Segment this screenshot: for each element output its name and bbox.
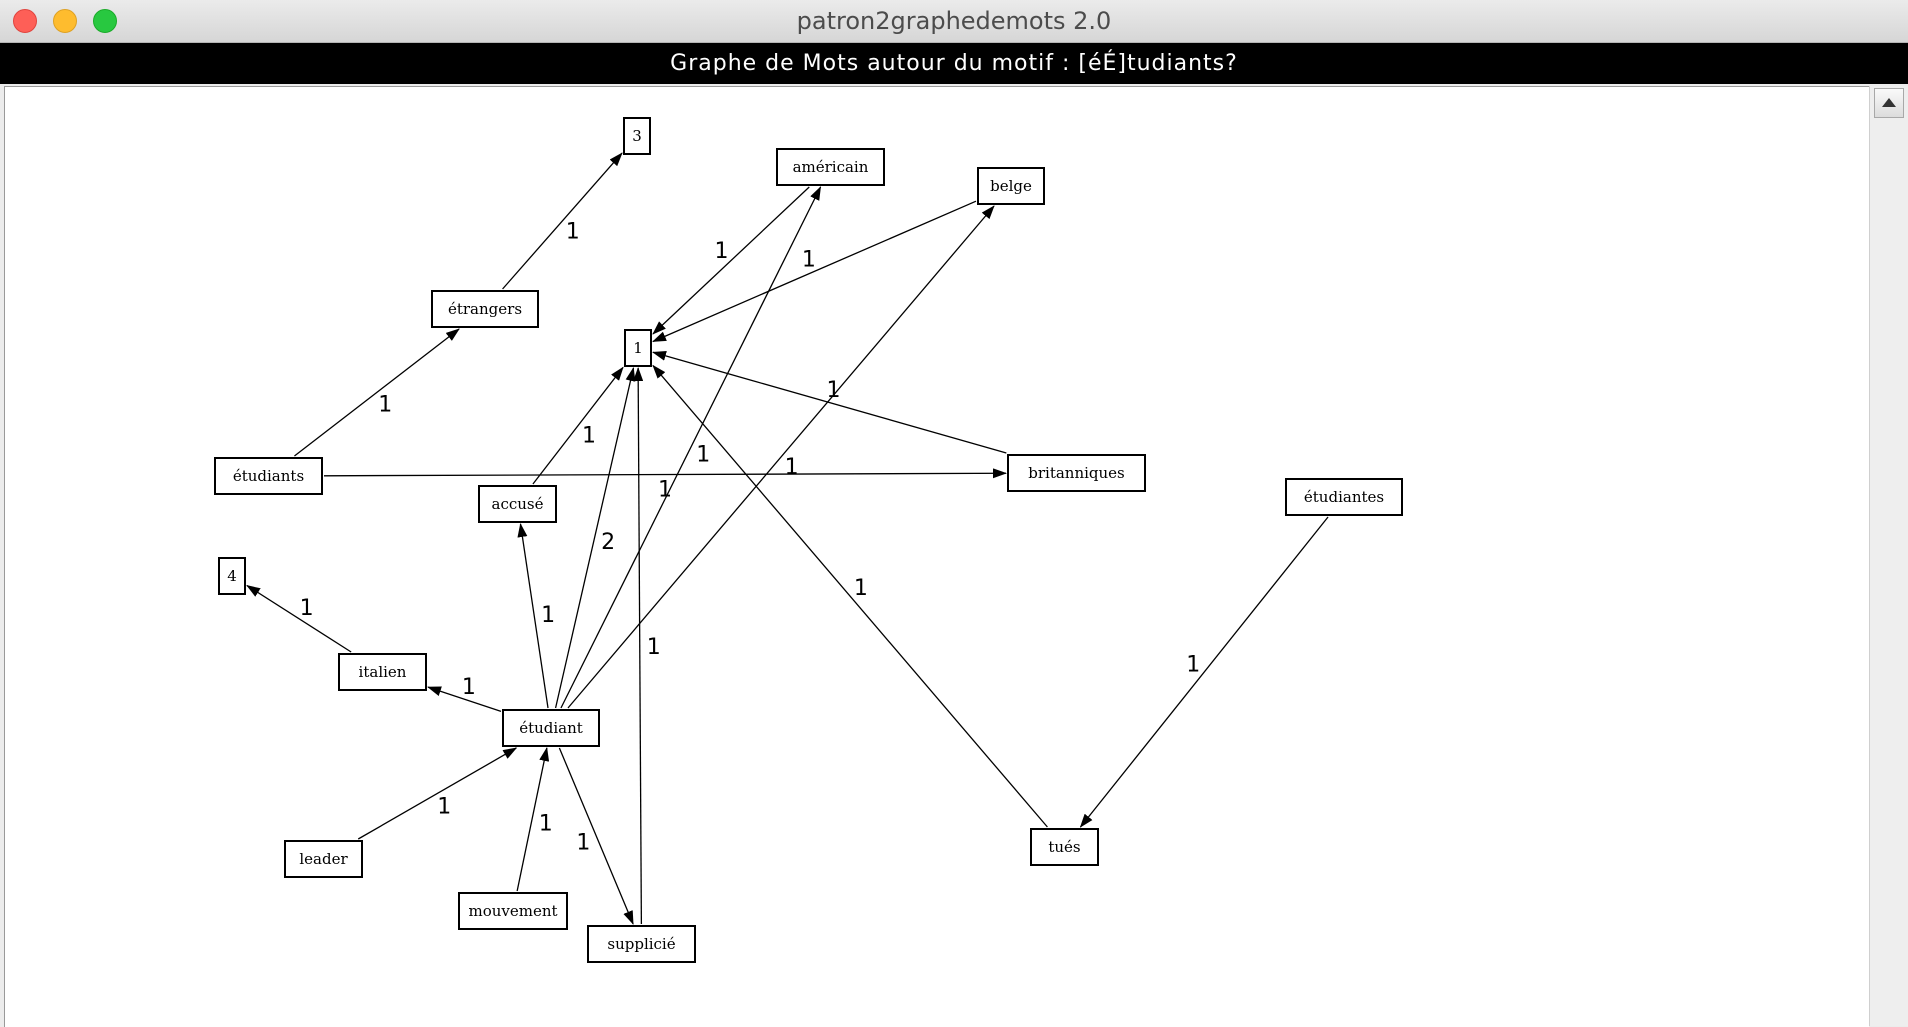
node-n1[interactable]: 1 bbox=[624, 329, 652, 367]
zoom-window-button[interactable] bbox=[93, 9, 117, 33]
edge-mouvement-to-etudiant bbox=[516, 747, 550, 892]
node-box bbox=[218, 557, 246, 595]
edge-weight-label: 1 bbox=[462, 675, 476, 700]
node-mouvement[interactable]: mouvement bbox=[458, 892, 568, 930]
edge-tues-to-n1 bbox=[652, 364, 1048, 828]
edge-weight-label: 1 bbox=[576, 830, 590, 855]
edge-weight-label: 1 bbox=[854, 576, 868, 601]
node-box bbox=[1285, 478, 1403, 516]
edge-weight-label: 1 bbox=[582, 423, 596, 448]
node-label: belge bbox=[990, 177, 1032, 195]
node-box bbox=[1030, 828, 1099, 866]
node-label: supplicié bbox=[607, 935, 675, 953]
node-label: 3 bbox=[632, 127, 642, 145]
node-belge[interactable]: belge bbox=[977, 167, 1045, 205]
edge-weight-label: 1 bbox=[696, 443, 710, 468]
edge-etudiants1-to-etrangers bbox=[294, 328, 460, 457]
edge-weight-label: 1 bbox=[647, 635, 661, 660]
edge-italien-to-n4 bbox=[246, 585, 352, 653]
minimize-window-button[interactable] bbox=[53, 9, 77, 33]
edge-etudiants1-to-britanniques bbox=[323, 468, 1007, 479]
node-box bbox=[338, 653, 427, 691]
edge-weight-label: 1 bbox=[539, 811, 553, 836]
edge-americain-to-n1 bbox=[652, 186, 810, 335]
node-label: leader bbox=[299, 850, 348, 868]
edge-supplicie-to-n1 bbox=[633, 367, 644, 925]
edge-weight-label: 1 bbox=[300, 596, 314, 621]
node-box bbox=[214, 457, 323, 495]
edge-etudiant-to-accuse bbox=[517, 523, 549, 709]
edge-etudiant-to-belge bbox=[567, 205, 995, 709]
edge-etudiant-to-n1 bbox=[554, 367, 636, 709]
node-tues[interactable]: tués bbox=[1030, 828, 1099, 866]
node-box bbox=[431, 290, 539, 328]
node-supplicie[interactable]: supplicié bbox=[587, 925, 696, 963]
node-label: italien bbox=[359, 663, 407, 681]
node-box bbox=[977, 167, 1045, 205]
edge-leader-to-etudiant bbox=[357, 747, 518, 840]
node-etudiant[interactable]: étudiant bbox=[502, 709, 600, 747]
node-americain[interactable]: américain bbox=[776, 148, 885, 186]
edge-weight-label: 2 bbox=[601, 530, 615, 555]
edge-belge-to-n1 bbox=[652, 200, 977, 343]
edge-weight-label: 1 bbox=[785, 455, 799, 480]
node-leader[interactable]: leader bbox=[284, 840, 363, 878]
node-britanniques[interactable]: britanniques bbox=[1007, 454, 1146, 492]
node-box bbox=[623, 117, 651, 155]
node-label: étrangers bbox=[448, 300, 522, 318]
node-box bbox=[1007, 454, 1146, 492]
node-label: tués bbox=[1048, 838, 1080, 856]
node-box bbox=[458, 892, 568, 930]
vertical-scrollbar[interactable] bbox=[1869, 86, 1908, 1026]
node-label: accusé bbox=[492, 495, 544, 513]
edge-weight-label: 1 bbox=[1186, 652, 1200, 677]
edge-accuse-to-n1 bbox=[532, 366, 624, 485]
window-titlebar: patron2graphedemots 2.0 bbox=[0, 0, 1908, 43]
edge-weight-label: 1 bbox=[566, 219, 580, 244]
node-label: 4 bbox=[227, 567, 237, 585]
graph-header: Graphe de Mots autour du motif : [éÉ]tud… bbox=[0, 43, 1908, 84]
node-box bbox=[776, 148, 885, 186]
edge-etudiant-to-supplicie bbox=[558, 747, 634, 925]
edge-weight-label: 1 bbox=[437, 795, 451, 820]
edge-britanniques-to-n1 bbox=[652, 351, 1007, 454]
node-italien[interactable]: italien bbox=[338, 653, 427, 691]
edge-weight-label: 1 bbox=[658, 478, 672, 503]
node-box bbox=[478, 485, 557, 523]
edge-etudiant-to-italien bbox=[427, 686, 502, 712]
node-box bbox=[284, 840, 363, 878]
node-etudiants1[interactable]: étudiants bbox=[214, 457, 323, 495]
edge-weight-label: 1 bbox=[541, 603, 555, 628]
close-window-button[interactable] bbox=[13, 9, 37, 33]
node-etudiantes[interactable]: étudiantes bbox=[1285, 478, 1403, 516]
node-box bbox=[624, 329, 652, 367]
node-etrangers[interactable]: étrangers bbox=[431, 290, 539, 328]
edge-weight-label: 1 bbox=[715, 239, 729, 264]
node-label: étudiantes bbox=[1304, 488, 1384, 506]
edge-etudiant-to-americain bbox=[560, 186, 822, 709]
node-label: mouvement bbox=[468, 902, 557, 920]
node-label: britanniques bbox=[1028, 464, 1125, 482]
window-title: patron2graphedemots 2.0 bbox=[796, 7, 1112, 35]
node-n3[interactable]: 3 bbox=[623, 117, 651, 155]
edge-etudiantes-to-tues bbox=[1079, 516, 1329, 828]
node-accuse[interactable]: accusé bbox=[478, 485, 557, 523]
node-box bbox=[502, 709, 600, 747]
edge-weight-label: 1 bbox=[827, 378, 841, 403]
node-label: 1 bbox=[633, 339, 643, 357]
scroll-up-arrow-icon[interactable] bbox=[1874, 88, 1904, 118]
node-label: étudiants bbox=[233, 467, 304, 485]
edge-etrangers-to-n3 bbox=[502, 152, 623, 290]
node-box bbox=[587, 925, 696, 963]
node-label: américain bbox=[793, 158, 869, 176]
node-label: étudiant bbox=[519, 719, 583, 737]
node-n4[interactable]: 4 bbox=[218, 557, 246, 595]
edge-weight-label: 1 bbox=[802, 248, 816, 273]
edge-weight-label: 1 bbox=[378, 393, 392, 418]
